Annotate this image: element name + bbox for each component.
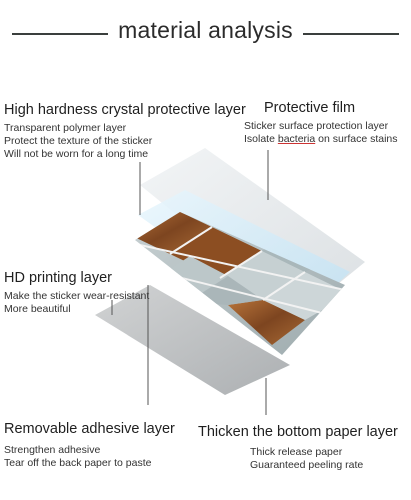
printing-layer-line: Make the sticker wear-resistant — [4, 290, 150, 302]
adhesive-sheet — [95, 285, 290, 395]
printing-layer-block: HD printing layer Make the sticker wear-… — [4, 270, 149, 316]
adhesive-layer-block: Removable adhesive layer Strengthen adhe… — [4, 421, 175, 470]
page-title: material analysis — [118, 17, 293, 43]
title-rule-left — [12, 33, 108, 35]
protective-film-heading: Protective film — [264, 100, 356, 116]
crystal-layer-line: Transparent polymer layer — [4, 122, 127, 134]
film-line2-suffix: on surface stains — [315, 133, 398, 145]
paper-layer-block: Thicken the bottom paper layer Thick rel… — [198, 424, 398, 472]
printing-layer-line: More beautiful — [4, 303, 71, 315]
adhesive-layer-line: Tear off the back paper to paste — [4, 457, 152, 469]
title-rule-right — [303, 33, 399, 35]
protective-film-line: Sticker surface protection layer — [244, 120, 389, 132]
crystal-layer-line: Protect the texture of the sticker — [4, 135, 153, 147]
film-line2-word: bacteria — [277, 133, 316, 145]
film-line2-prefix: Isolate — [244, 133, 278, 145]
leader-lines — [111, 150, 269, 415]
printing-layer-heading: HD printing layer — [4, 270, 112, 286]
protective-film-line: Isolate bacteria on surface stains — [244, 133, 398, 146]
protective-film-block: Protective film Sticker surface protecti… — [244, 100, 398, 146]
crystal-layer-line: Will not be worn for a long time — [4, 148, 149, 160]
paper-layer-line: Guaranteed peeling rate — [250, 459, 364, 471]
crystal-layer-block: High hardness crystal protective layer T… — [4, 102, 246, 161]
paper-layer-line: Thick release paper — [250, 446, 343, 458]
adhesive-layer-line: Strengthen adhesive — [4, 444, 101, 456]
crystal-layer-heading: High hardness crystal protective layer — [4, 102, 246, 118]
paper-layer-heading: Thicken the bottom paper layer — [198, 424, 398, 440]
adhesive-layer-heading: Removable adhesive layer — [4, 421, 175, 437]
